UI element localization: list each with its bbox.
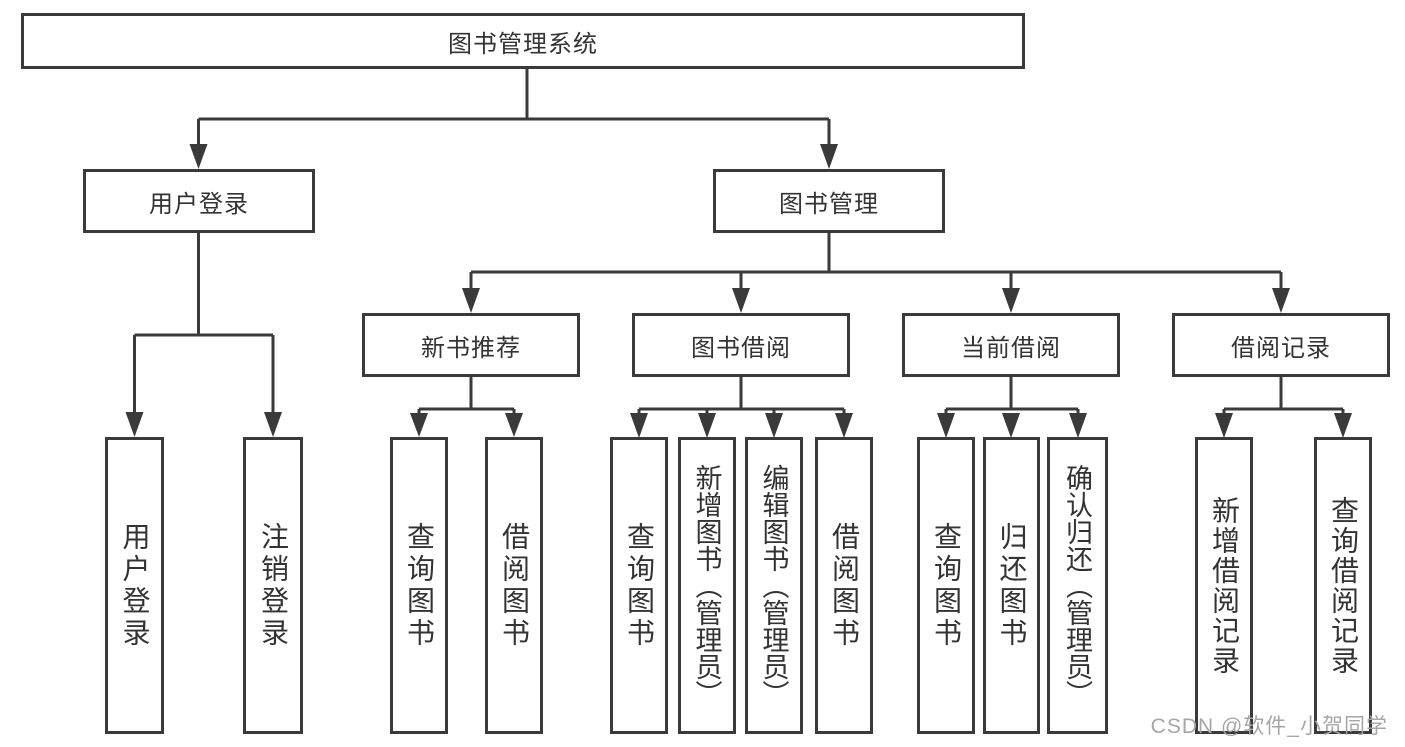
arrowhead-icon bbox=[505, 413, 523, 437]
leaf-add-book-admin: 新增图书（管理员） bbox=[678, 437, 736, 734]
leaf-query-books-current: 查询图书 bbox=[917, 437, 975, 734]
node-root: 图书管理系统 bbox=[21, 13, 1025, 69]
arrowhead-icon bbox=[1002, 413, 1020, 438]
leaf-add-borrow-record: 新增借阅记录 bbox=[1195, 437, 1253, 734]
node-book-borrow: 图书借阅 bbox=[632, 313, 850, 377]
leaf-query-books-borrow: 查询图书 bbox=[610, 437, 668, 734]
connector-login-to-leaves bbox=[125, 233, 282, 437]
leaf-return-book: 归还图书 bbox=[983, 437, 1040, 734]
arrowhead-icon bbox=[835, 413, 853, 438]
arrowhead-icon bbox=[1215, 413, 1233, 438]
leaf-edit-book-admin-label: 编辑图书（管理员） bbox=[758, 464, 789, 707]
node-new-book-recommend: 新书推荐 bbox=[362, 313, 580, 377]
arrowhead-icon bbox=[462, 288, 480, 313]
leaf-edit-book-admin: 编辑图书（管理员） bbox=[745, 437, 803, 734]
arrowhead-icon bbox=[732, 288, 750, 313]
leaf-add-borrow-record-label: 新增借阅记录 bbox=[1209, 495, 1240, 676]
node-new-book-recommend-label: 新书推荐 bbox=[421, 334, 521, 362]
connector-borrow-to-leaves bbox=[630, 377, 853, 438]
leaf-borrow-books: 借阅图书 bbox=[815, 437, 873, 734]
connector-current-to-leaves bbox=[937, 377, 1087, 438]
arrowhead-icon bbox=[189, 144, 208, 169]
leaf-query-books-recommend-label: 查询图书 bbox=[404, 521, 435, 650]
leaf-confirm-return-admin: 确认归还（管理员） bbox=[1047, 437, 1108, 734]
leaf-query-books-borrow-label: 查询图书 bbox=[624, 521, 655, 650]
leaf-logout-label: 注销登录 bbox=[258, 521, 289, 650]
node-current-borrow-label: 当前借阅 bbox=[961, 334, 1061, 362]
arrowhead-icon bbox=[630, 413, 648, 438]
leaf-query-books-recommend: 查询图书 bbox=[390, 437, 448, 734]
arrowhead-icon bbox=[698, 413, 716, 438]
leaf-borrow-books-label: 借阅图书 bbox=[829, 521, 860, 650]
connector-management-to-sections bbox=[462, 233, 1290, 313]
leaf-borrow-books-recommend: 借阅图书 bbox=[485, 437, 543, 734]
node-book-management-label: 图书管理 bbox=[779, 190, 879, 218]
leaf-logout: 注销登录 bbox=[243, 437, 303, 734]
node-book-management: 图书管理 bbox=[713, 169, 945, 233]
leaf-add-book-admin-label: 新增图书（管理员） bbox=[691, 464, 722, 707]
arrowhead-icon bbox=[1002, 288, 1020, 313]
node-borrow-records-label: 借阅记录 bbox=[1231, 334, 1331, 362]
arrowhead-icon bbox=[937, 413, 955, 438]
arrowhead-icon bbox=[1334, 413, 1352, 438]
leaf-confirm-return-admin-label: 确认归还（管理员） bbox=[1062, 464, 1092, 707]
leaf-user-login-label: 用户登录 bbox=[119, 521, 151, 650]
leaf-user-login: 用户登录 bbox=[105, 437, 164, 734]
connector-root-to-level2 bbox=[189, 69, 838, 169]
node-user-login-label: 用户登录 bbox=[149, 190, 249, 218]
leaf-query-borrow-record: 查询借阅记录 bbox=[1314, 437, 1372, 734]
arrowhead-icon bbox=[125, 412, 144, 437]
leaf-query-books-current-label: 查询图书 bbox=[931, 521, 962, 650]
arrowhead-icon bbox=[1069, 413, 1087, 438]
leaf-borrow-books-recommend-label: 借阅图书 bbox=[499, 521, 530, 650]
leaf-return-book-label: 归还图书 bbox=[996, 521, 1028, 650]
node-current-borrow: 当前借阅 bbox=[902, 313, 1120, 377]
node-user-login: 用户登录 bbox=[83, 169, 315, 233]
arrowhead-icon bbox=[264, 412, 282, 437]
node-borrow-records: 借阅记录 bbox=[1172, 313, 1390, 377]
arrowhead-icon bbox=[410, 413, 428, 437]
connector-recommend-to-leaves bbox=[410, 377, 523, 437]
arrowhead-icon bbox=[765, 413, 783, 438]
node-root-label: 图书管理系统 bbox=[448, 30, 598, 58]
watermark: CSDN @软件_小贺同学 bbox=[1150, 715, 1388, 738]
connector-records-to-leaves bbox=[1215, 377, 1352, 438]
leaf-query-borrow-record-label: 查询借阅记录 bbox=[1328, 495, 1359, 676]
node-book-borrow-label: 图书借阅 bbox=[691, 334, 791, 362]
arrowhead-icon bbox=[820, 144, 838, 169]
arrowhead-icon bbox=[1272, 288, 1290, 313]
